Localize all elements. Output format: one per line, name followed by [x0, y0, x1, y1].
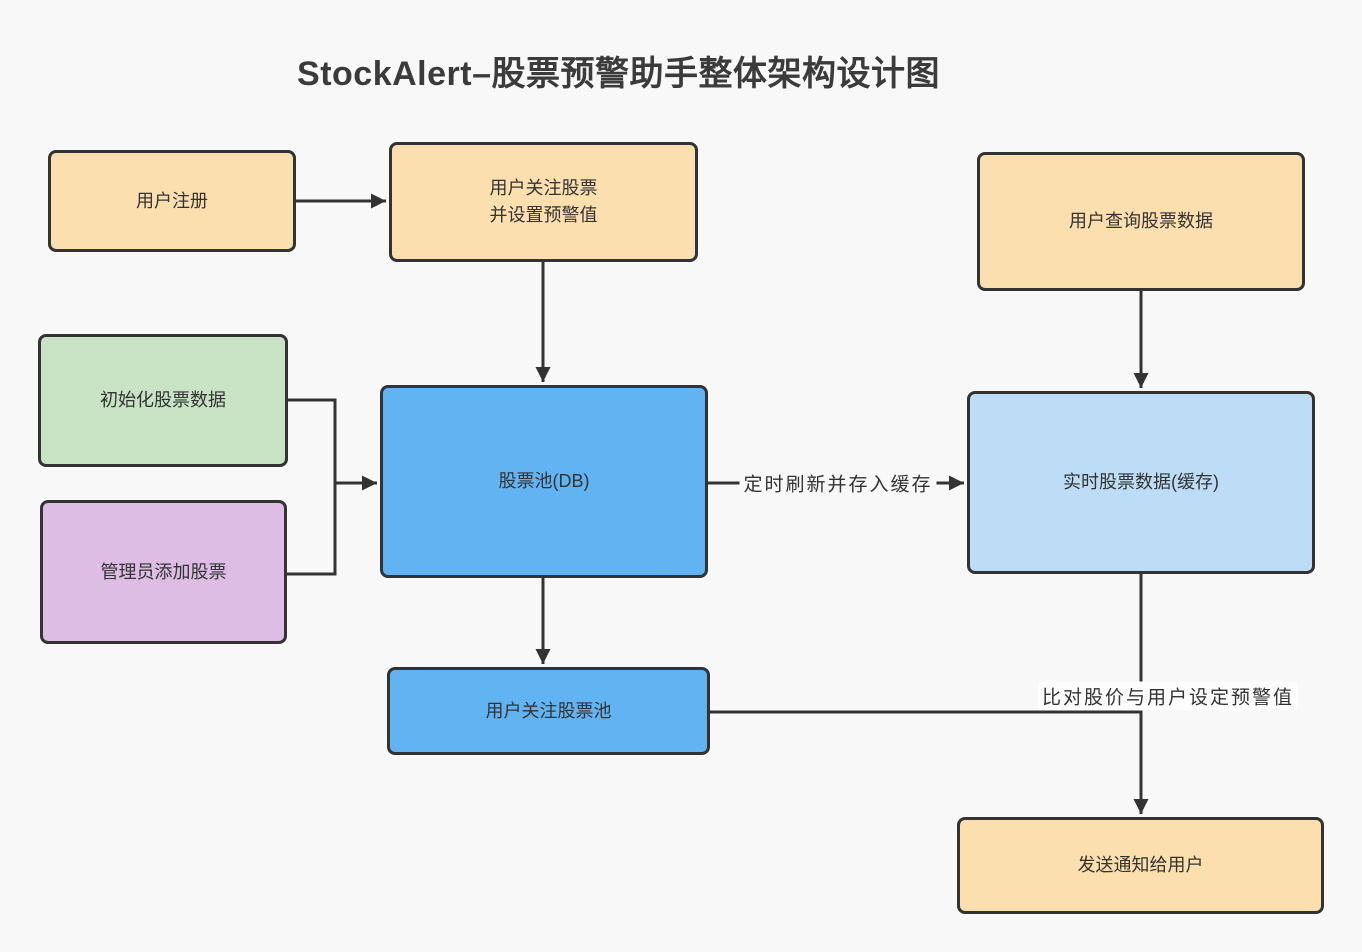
edge-label-refresh-cache: 定时刷新并存入缓存	[739, 468, 937, 498]
node-follow-pool-label: 用户关注股票池	[485, 700, 612, 721]
node-user-follow-label: 用户关注股票 并设置预警值	[489, 178, 598, 225]
edge-label-compare-alert: 比对股价与用户设定预警值	[1037, 681, 1299, 711]
edge-init-stock-to-stock-pool	[288, 398, 377, 491]
node-stock-pool: 股票池(DB)	[380, 385, 708, 578]
node-realtime-cache-label: 实时股票数据(缓存)	[1063, 472, 1219, 492]
node-init-stock: 初始化股票数据	[38, 334, 288, 467]
edge-admin-add-join	[287, 483, 337, 576]
node-user-query: 用户查询股票数据	[977, 152, 1305, 291]
node-admin-add: 管理员添加股票	[40, 500, 287, 644]
node-follow-pool: 用户关注股票池	[387, 667, 710, 755]
node-user-register: 用户注册	[48, 150, 296, 252]
node-init-stock-label: 初始化股票数据	[100, 390, 226, 410]
node-notify-user: 发送通知给用户	[957, 817, 1324, 914]
node-notify-user-label: 发送通知给用户	[1077, 855, 1204, 875]
diagram-title: StockAlert–股票预警助手整体架构设计图	[297, 55, 940, 93]
node-user-register-label: 用户注册	[136, 190, 208, 211]
node-user-follow: 用户关注股票 并设置预警值	[389, 142, 698, 262]
node-user-query-label: 用户查询股票数据	[1069, 211, 1213, 231]
node-realtime-cache: 实时股票数据(缓存)	[967, 391, 1315, 574]
node-admin-add-label: 管理员添加股票	[100, 561, 227, 582]
node-stock-pool-label: 股票池(DB)	[498, 471, 590, 491]
